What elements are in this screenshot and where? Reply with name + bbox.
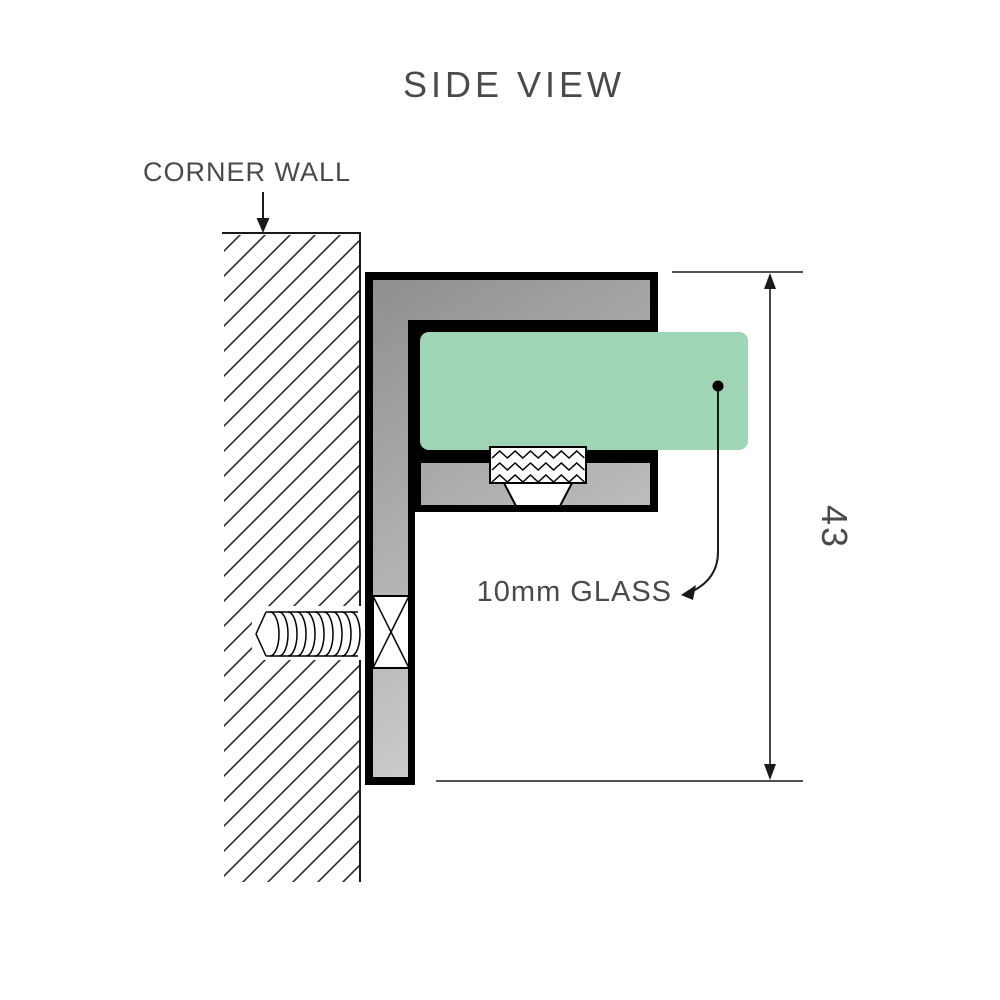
dimension-value: 43 [814,505,855,549]
fixing-screw [255,595,410,669]
corner-wall-pointer [256,192,270,233]
wall-section [222,232,361,882]
dimension-43: 43 [436,271,855,782]
glass-callout: 10mm GLASS [477,380,724,608]
screw-head-cross-line [372,595,410,669]
arrowhead-down-icon [764,764,776,780]
grub-screw-thread-body [489,446,587,484]
arrowhead-up-icon [764,273,776,289]
wall-surface-line [222,232,361,882]
glass-panel [420,332,748,450]
corner-wall-label: CORNER WALL [143,157,351,187]
bracket-top-arm [373,280,650,320]
page-title: SIDE VIEW [403,64,625,105]
wall-hatching [224,235,360,882]
callout-leader-line [692,391,719,592]
callout-dot [712,380,724,392]
bracket-spine [373,280,408,777]
screw-thread-coils [269,611,361,657]
glass-label: 10mm GLASS [477,576,672,608]
grub-screw-thread-line [491,449,585,460]
arrowhead-left-icon [681,585,696,600]
grub-screw [489,446,587,507]
grub-screw-thread-line [491,461,585,472]
screw-tip [255,611,267,657]
arrowhead-down-icon [256,218,270,233]
grub-screw-taper [502,482,574,507]
